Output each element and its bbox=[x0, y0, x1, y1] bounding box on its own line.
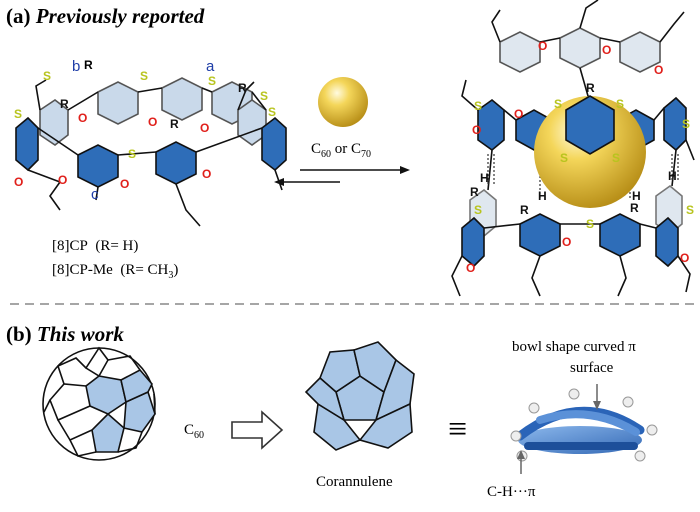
fullerene-sphere-icon bbox=[318, 77, 368, 127]
svg-text:O: O bbox=[200, 121, 209, 135]
central-ring bbox=[565, 95, 615, 155]
svg-text:O: O bbox=[78, 111, 87, 125]
svg-text:O: O bbox=[514, 107, 523, 121]
svg-text:H: H bbox=[538, 189, 547, 203]
ch-pi-label: C-H···π bbox=[487, 484, 536, 500]
c60-label: C60 bbox=[184, 422, 204, 441]
panel-a-title-text: Previously reported bbox=[35, 4, 205, 28]
complex-atoms: O O O O O O O O S S S S S S S S S H H H … bbox=[466, 39, 694, 275]
svg-text:O: O bbox=[654, 63, 663, 77]
svg-text:R: R bbox=[170, 117, 179, 131]
bowl-label-line1: bowl shape curved π bbox=[512, 339, 636, 355]
corannulene-icon bbox=[304, 341, 415, 451]
site-label-b: b bbox=[72, 58, 81, 75]
host-name-1-text: [8]CP bbox=[52, 238, 88, 254]
svg-text:O: O bbox=[602, 43, 611, 57]
c60-n: 60 bbox=[194, 430, 205, 441]
host-name-2-text: [8]CP-Me bbox=[52, 262, 113, 278]
svg-text:R: R bbox=[60, 97, 69, 111]
equilibrium-arrows bbox=[274, 166, 410, 186]
equivalence-icon: ≡ bbox=[448, 411, 467, 448]
site-label-c: c bbox=[91, 186, 99, 203]
panel-a-title: (a) Previously reported bbox=[6, 4, 204, 29]
guest-or: or bbox=[331, 141, 352, 157]
pointer-arrows bbox=[517, 384, 601, 474]
svg-text:S: S bbox=[14, 107, 22, 121]
svg-text:O: O bbox=[562, 235, 571, 249]
svg-text:O: O bbox=[58, 173, 67, 187]
svg-text:O: O bbox=[148, 115, 157, 129]
corannulene-label: Corannulene bbox=[316, 474, 393, 490]
site-label-a: a bbox=[206, 58, 215, 75]
host-name-1-note: (R= H) bbox=[95, 238, 139, 254]
svg-text:R: R bbox=[470, 185, 479, 199]
svg-text:H: H bbox=[480, 171, 489, 185]
svg-text:S: S bbox=[474, 99, 482, 113]
transform-arrow-icon bbox=[231, 410, 284, 450]
host-name-2: [8]CP-Me (R= CH3) bbox=[52, 262, 179, 281]
guest-60: 60 bbox=[321, 149, 332, 160]
svg-text:R: R bbox=[630, 201, 639, 215]
bowl-label-line2: surface bbox=[570, 360, 614, 376]
svg-text:S: S bbox=[612, 151, 620, 165]
svg-text:S: S bbox=[682, 117, 690, 131]
svg-text:S: S bbox=[560, 151, 568, 165]
r-label: R bbox=[84, 58, 93, 72]
svg-text:R: R bbox=[520, 203, 529, 217]
host-guest-complex bbox=[451, 0, 695, 297]
svg-text:O: O bbox=[120, 177, 129, 191]
svg-text:S: S bbox=[474, 203, 482, 217]
svg-text:S: S bbox=[554, 97, 562, 111]
bowl-model-icon bbox=[510, 388, 658, 462]
svg-text:O: O bbox=[202, 167, 211, 181]
c60-c: C bbox=[184, 422, 195, 438]
c60-icon bbox=[42, 346, 156, 461]
host-name-1: [8]CP (R= H) bbox=[52, 238, 138, 255]
svg-text:S: S bbox=[616, 97, 624, 111]
host-macrocycle-left bbox=[15, 77, 287, 227]
panel-b-letter: (b) bbox=[6, 322, 32, 346]
svg-text:S: S bbox=[140, 69, 148, 83]
svg-text:O: O bbox=[680, 251, 689, 265]
panel-b-title: (b) This work bbox=[6, 322, 124, 347]
guest-c: C bbox=[311, 141, 322, 157]
svg-text:S: S bbox=[128, 147, 136, 161]
svg-text:R: R bbox=[586, 81, 595, 95]
svg-text:S: S bbox=[208, 74, 216, 88]
svg-text:O: O bbox=[14, 175, 23, 189]
svg-text:R: R bbox=[238, 81, 247, 95]
host-left-atoms: S S S S S S S O O O O O O O R R R bbox=[14, 69, 276, 191]
svg-text:O: O bbox=[538, 39, 547, 53]
guest-label: C60 or C70 bbox=[311, 141, 371, 160]
panel-a-letter: (a) bbox=[6, 4, 31, 28]
svg-text:H: H bbox=[632, 189, 641, 203]
svg-text:S: S bbox=[586, 217, 594, 231]
panel-b-title-text: This work bbox=[36, 322, 124, 346]
guest-70: 70 bbox=[361, 149, 372, 160]
svg-text:H: H bbox=[668, 169, 677, 183]
svg-text:S: S bbox=[43, 69, 51, 83]
svg-text:S: S bbox=[268, 105, 276, 119]
guest-c2: C bbox=[351, 141, 362, 157]
svg-text:O: O bbox=[472, 123, 481, 137]
svg-text:S: S bbox=[686, 203, 694, 217]
svg-text:O: O bbox=[466, 261, 475, 275]
svg-text:S: S bbox=[260, 89, 268, 103]
